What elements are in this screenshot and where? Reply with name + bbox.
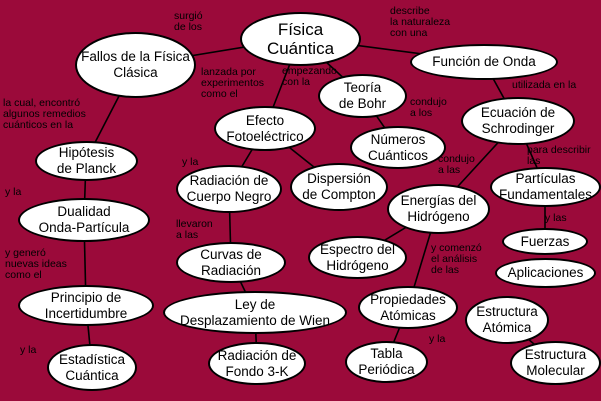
node-fuerzas: Fuerzas — [502, 228, 588, 255]
label-y-la-2: y la — [5, 186, 22, 198]
node-estructura-molecular: Estructura Molecular — [510, 341, 601, 385]
node-radiacion-fondo-3k: Radiación de Fondo 3-K — [208, 342, 306, 385]
node-dualidad-onda-particula: Dualidad Onda-Partícula — [18, 198, 150, 242]
node-propiedades-atomicas: Propiedades Atómicas — [358, 286, 458, 329]
label-y-la-1: y la — [182, 156, 199, 168]
node-energias-hidrogeno: Energías del Hidrógeno — [387, 184, 490, 234]
label-genero: y generó nuevas ideas como el — [5, 247, 67, 281]
label-describe: describe la naturaleza con una — [390, 5, 451, 39]
node-funcion-de-onda: Función de Onda — [410, 44, 558, 80]
node-hipotesis-planck: Hipótesis de Planck — [35, 141, 138, 181]
node-fisica-cuantica: Física Cuántica — [240, 12, 361, 66]
node-espectro-hidrogeno: Espectro del Hidrógeno — [308, 236, 407, 279]
label-y-la-4: y la — [429, 333, 446, 345]
label-y-la-3: y la — [20, 344, 37, 356]
node-dispersion-compton: Dispersión de Compton — [290, 163, 388, 211]
label-condujo-los: condujo a los — [410, 96, 447, 119]
node-ley-desplazamiento-wien: Ley de Desplazamiento de Wien — [163, 291, 347, 334]
node-tabla-periodica: Tabla Periódica — [345, 341, 428, 383]
label-la-cual: la cual, encontró algunos remedios cuánt… — [3, 97, 86, 131]
node-radiacion-cuerpo-negro: Radiación de Cuerpo Negro — [176, 165, 282, 213]
node-estadistica-cuantica: Estadística Cuántica — [47, 344, 137, 391]
label-comenzo: y comenzó el análisis de las — [431, 242, 482, 276]
node-ecuacion-schrodinger: Ecuación de Schrodinger — [461, 97, 575, 145]
label-lanzada: lanzada por experimentos como el — [201, 66, 265, 100]
node-teoria-de-bohr: Teoría de Bohr — [318, 74, 407, 118]
label-para-describir: para describir las — [527, 144, 591, 167]
node-fallos-fisica-clasica: Fallos de la Física Clásica — [75, 32, 196, 98]
label-empezando: empezando con la — [282, 65, 337, 88]
node-numeros-cuanticos: Números Cuánticos — [350, 126, 446, 169]
node-principio-incertidumbre: Principio de Incertidumbre — [18, 285, 154, 326]
label-surgio: surgió de los — [174, 10, 203, 33]
label-llevaron: llevaron a las — [176, 218, 213, 241]
label-condujo-las: condujo a las — [438, 153, 475, 176]
node-estructura-atomica: Estructura Atómica — [465, 296, 549, 344]
node-aplicaciones: Aplicaciones — [495, 258, 596, 288]
node-efecto-fotoelectrico: Efecto Fotoeléctrico — [214, 106, 316, 151]
node-particulas-fundamentales: Partículas Fundamentales — [490, 167, 601, 207]
node-curvas-radiacion: Curvas de Radiación — [176, 242, 286, 283]
label-y-las: y las — [545, 212, 567, 224]
label-utilizada: utilizada en la — [512, 79, 577, 91]
